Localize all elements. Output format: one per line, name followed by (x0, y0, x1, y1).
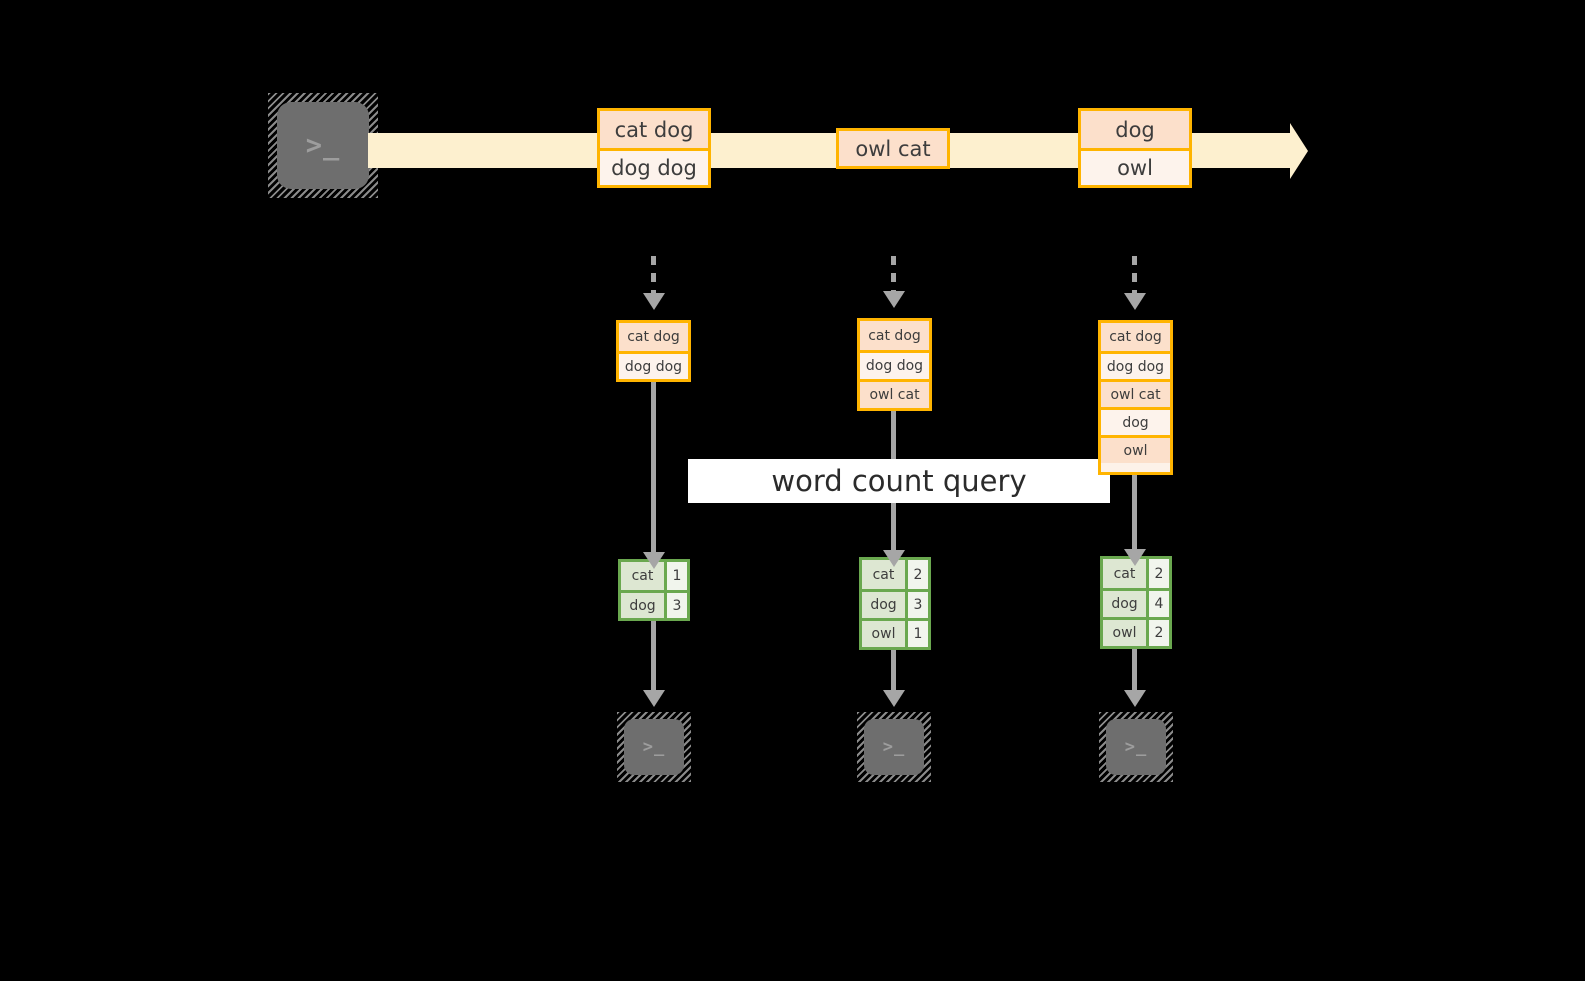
snapshot-trigger-connector-3 (1132, 256, 1137, 294)
query-arrowhead-2 (883, 550, 905, 567)
state-row: dog dog (1101, 351, 1170, 379)
query-connector-1 (651, 382, 656, 560)
state-row: owl (1101, 435, 1170, 463)
result-table-2: cat 2 dog 3 owl 1 (859, 557, 931, 650)
message-row: owl (1081, 148, 1189, 185)
stream-message-3: dog owl (1078, 108, 1192, 188)
snapshot-trigger-arrowhead-1 (643, 293, 665, 310)
table-cell-word: dog (862, 592, 905, 618)
table-cell-word: owl (862, 621, 905, 647)
snapshot-state-1: cat dog dog dog (616, 320, 691, 382)
message-row: dog dog (600, 148, 708, 185)
terminal-prompt-label: >_ (882, 737, 906, 757)
snapshot-state-3: cat dog dog dog owl cat dog owl (1098, 320, 1173, 475)
query-arrowhead-3 (1124, 549, 1146, 566)
message-row: cat dog (600, 111, 708, 148)
consumer-arrowhead-1 (643, 690, 665, 707)
table-cell-count: 4 (1146, 591, 1169, 617)
state-row: owl cat (860, 379, 929, 408)
table-row: dog 3 (862, 589, 928, 618)
terminal-body (624, 719, 684, 775)
state-row: dog dog (619, 351, 688, 379)
snapshot-trigger-connector-1 (651, 256, 656, 294)
terminal-body (1106, 719, 1166, 775)
consumer-arrowhead-2 (883, 690, 905, 707)
consumer-terminal-icon-1: >_ (617, 712, 691, 782)
message-row: dog (1081, 111, 1189, 148)
snapshot-state-2: cat dog dog dog owl cat (857, 318, 932, 411)
snapshot-trigger-connector-2 (891, 256, 896, 292)
table-cell-count: 2 (905, 560, 928, 589)
table-cell-count: 3 (905, 592, 928, 618)
table-cell-count: 2 (1146, 559, 1169, 588)
terminal-body (277, 102, 369, 189)
consumer-connector-1 (651, 621, 656, 697)
message-row: owl cat (839, 131, 947, 166)
state-row: dog (1101, 407, 1170, 435)
stream-message-1: cat dog dog dog (597, 108, 711, 188)
query-label: word count query (688, 459, 1110, 503)
state-row: dog dog (860, 350, 929, 379)
table-row: owl 1 (862, 618, 928, 647)
terminal-body (864, 719, 924, 775)
table-row: dog 3 (621, 590, 687, 618)
table-cell-word: dog (1103, 591, 1146, 617)
state-row: cat dog (860, 321, 929, 350)
stream-message-2: owl cat (836, 128, 950, 169)
snapshot-trigger-arrowhead-3 (1124, 293, 1146, 310)
state-row: owl cat (1101, 379, 1170, 407)
table-row: dog 4 (1103, 588, 1169, 617)
stream-arrow-head (1290, 123, 1308, 179)
terminal-prompt-label: >_ (1124, 737, 1148, 757)
state-row: cat dog (1101, 323, 1170, 351)
table-cell-word: owl (1103, 620, 1146, 646)
table-cell-word: dog (621, 593, 664, 618)
table-cell-count: 1 (664, 562, 687, 590)
query-arrowhead-1 (643, 552, 665, 569)
query-connector-3 (1132, 475, 1137, 558)
table-cell-count: 3 (664, 593, 687, 618)
consumer-connector-3 (1132, 649, 1137, 697)
consumer-terminal-icon-2: >_ (857, 712, 931, 782)
table-cell-count: 2 (1146, 620, 1169, 646)
consumer-arrowhead-3 (1124, 690, 1146, 707)
state-row: cat dog (619, 323, 688, 351)
consumer-terminal-icon-3: >_ (1099, 712, 1173, 782)
consumer-connector-2 (891, 650, 896, 697)
table-cell-count: 1 (905, 621, 928, 647)
result-table-3: cat 2 dog 4 owl 2 (1100, 556, 1172, 649)
producer-terminal-icon: >_ (268, 93, 378, 198)
terminal-prompt-label: >_ (642, 737, 666, 757)
terminal-prompt-label: >_ (305, 130, 341, 161)
table-row: owl 2 (1103, 617, 1169, 646)
snapshot-trigger-arrowhead-2 (883, 291, 905, 308)
